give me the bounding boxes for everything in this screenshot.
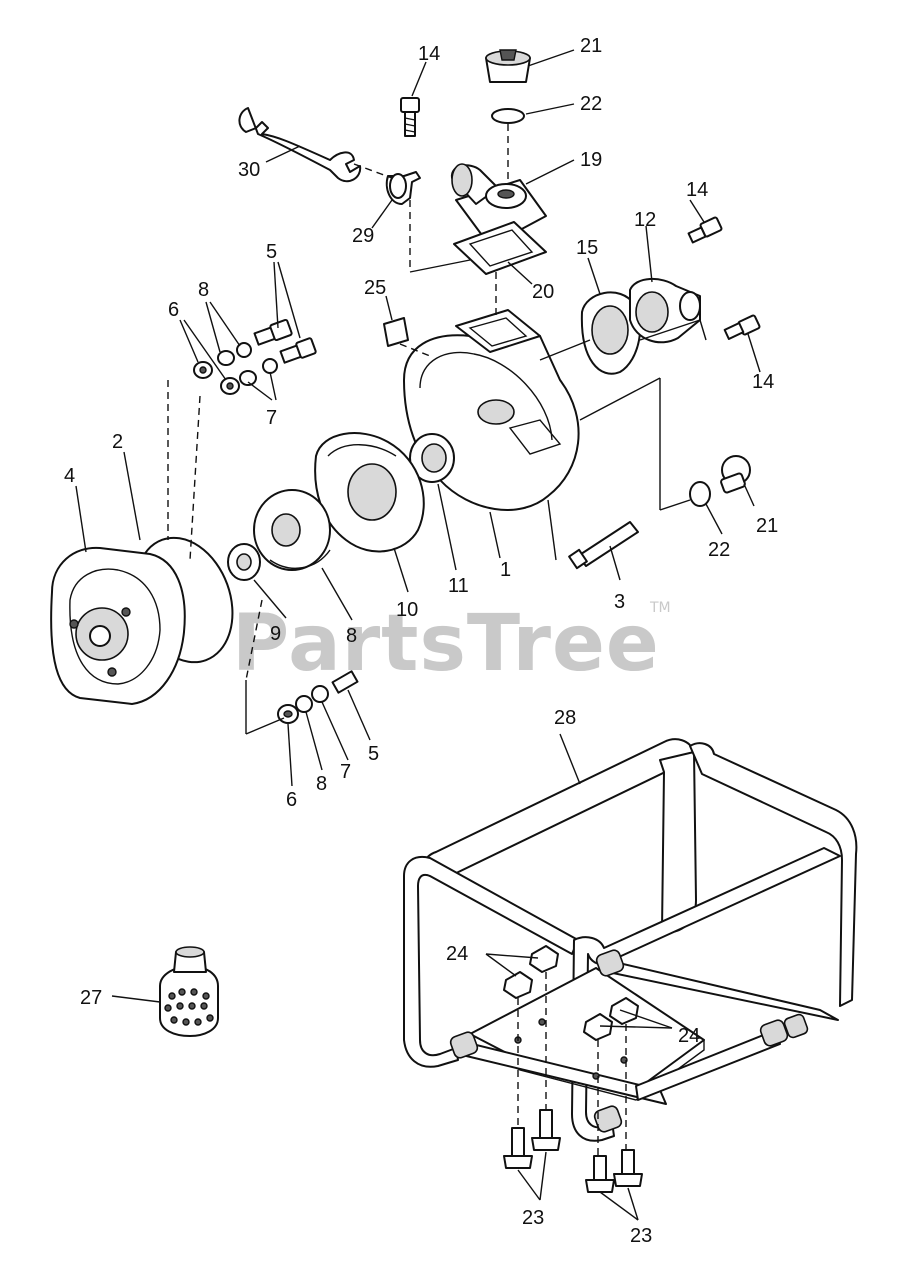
- wrench-part[interactable]: [238, 107, 362, 183]
- frame-28[interactable]: [403, 738, 858, 1142]
- bolts-5-upper[interactable]: [253, 318, 317, 364]
- part-number-20[interactable]: 20: [532, 281, 554, 303]
- leader-lines-upper: [167, 124, 707, 735]
- part-number-14b[interactable]: 14: [686, 179, 708, 201]
- part-number-23a[interactable]: 23: [522, 1207, 544, 1229]
- discharge-elbow-19[interactable]: [450, 163, 547, 247]
- part-number-24a[interactable]: 24: [446, 943, 468, 965]
- part-number-4[interactable]: 4: [64, 465, 75, 487]
- bolts-23-right[interactable]: [585, 1149, 643, 1193]
- strainer-27[interactable]: [159, 946, 219, 1037]
- o-ring-22-right[interactable]: [689, 481, 711, 507]
- part-number-5a[interactable]: 5: [266, 241, 277, 263]
- label-leaders: [75, 49, 761, 787]
- volute-11[interactable]: [314, 432, 425, 553]
- bolts-23-left[interactable]: [503, 1109, 561, 1169]
- part-number-21b[interactable]: 21: [756, 515, 778, 537]
- cover-15[interactable]: [580, 291, 642, 375]
- bolt-14-right-lower[interactable]: [723, 314, 761, 340]
- part-number-12[interactable]: 11: [448, 575, 469, 597]
- part-number-25[interactable]: 25: [364, 277, 386, 299]
- hardware-lower-set[interactable]: [277, 670, 359, 724]
- part-number-23b[interactable]: 23: [630, 1225, 652, 1247]
- part-number-29[interactable]: 29: [352, 225, 374, 247]
- gasket-20[interactable]: [453, 221, 547, 275]
- part-number-22a[interactable]: 22: [580, 93, 602, 115]
- clamp-29[interactable]: [385, 171, 421, 205]
- part-number-19[interactable]: 19: [580, 149, 602, 171]
- bolt-14-right-upper[interactable]: [687, 216, 723, 244]
- o-ring-22-top[interactable]: [491, 108, 525, 124]
- part-number-14c[interactable]: 14: [752, 371, 774, 393]
- impeller-9[interactable]: [253, 489, 331, 571]
- intake-13[interactable]: [629, 278, 701, 344]
- part-number-5b[interactable]: 5: [368, 743, 379, 765]
- part-number-15[interactable]: 15: [576, 237, 598, 259]
- part-number-6a[interactable]: 6: [168, 299, 179, 321]
- bolt-14-top[interactable]: [400, 97, 420, 137]
- part-number-6b[interactable]: 6: [286, 789, 297, 811]
- seal-10[interactable]: [227, 543, 261, 581]
- part-number-8b[interactable]: 8: [316, 773, 327, 795]
- watermark-trademark: TM: [649, 600, 671, 616]
- label-25-sticker[interactable]: [383, 317, 409, 347]
- part-number-22b[interactable]: 22: [708, 539, 730, 561]
- part-number-27[interactable]: 27: [80, 987, 102, 1009]
- part-number-30[interactable]: 30: [238, 159, 260, 181]
- watermark-text: PartsTree: [232, 599, 660, 689]
- leader-lines-frame: [111, 733, 673, 1221]
- cap-21-top[interactable]: [485, 49, 531, 83]
- nuts-24-left[interactable]: [503, 945, 559, 999]
- part-number-2[interactable]: 2: [112, 431, 123, 453]
- seal-12[interactable]: [409, 433, 455, 483]
- part-number-8a[interactable]: 8: [198, 279, 209, 301]
- plug-21-right[interactable]: [720, 455, 751, 494]
- part-number-28[interactable]: 28: [554, 707, 576, 729]
- part-number-11[interactable]: 10: [396, 599, 418, 621]
- mounting-bracket-4[interactable]: [50, 546, 186, 705]
- part-number-14a[interactable]: 14: [418, 43, 440, 65]
- part-number-21a[interactable]: 21: [580, 35, 602, 57]
- part-number-9[interactable]: 8: [346, 625, 357, 647]
- part-number-10[interactable]: 9: [270, 623, 281, 645]
- stud-3[interactable]: [568, 521, 639, 570]
- part-number-24b[interactable]: 24: [678, 1025, 700, 1047]
- part-number-labels: 14 21 22 19 30 29 14 12 15 5 20 25 8 6 1…: [64, 35, 778, 1247]
- part-number-3[interactable]: 3: [614, 591, 625, 613]
- part-number-13[interactable]: 12: [634, 209, 656, 231]
- part-number-1[interactable]: 1: [500, 559, 511, 581]
- nuts-24-right[interactable]: [583, 997, 639, 1041]
- part-number-7a[interactable]: 7: [266, 407, 277, 429]
- part-number-7b[interactable]: 7: [340, 761, 351, 783]
- washers-upper[interactable]: [193, 342, 278, 395]
